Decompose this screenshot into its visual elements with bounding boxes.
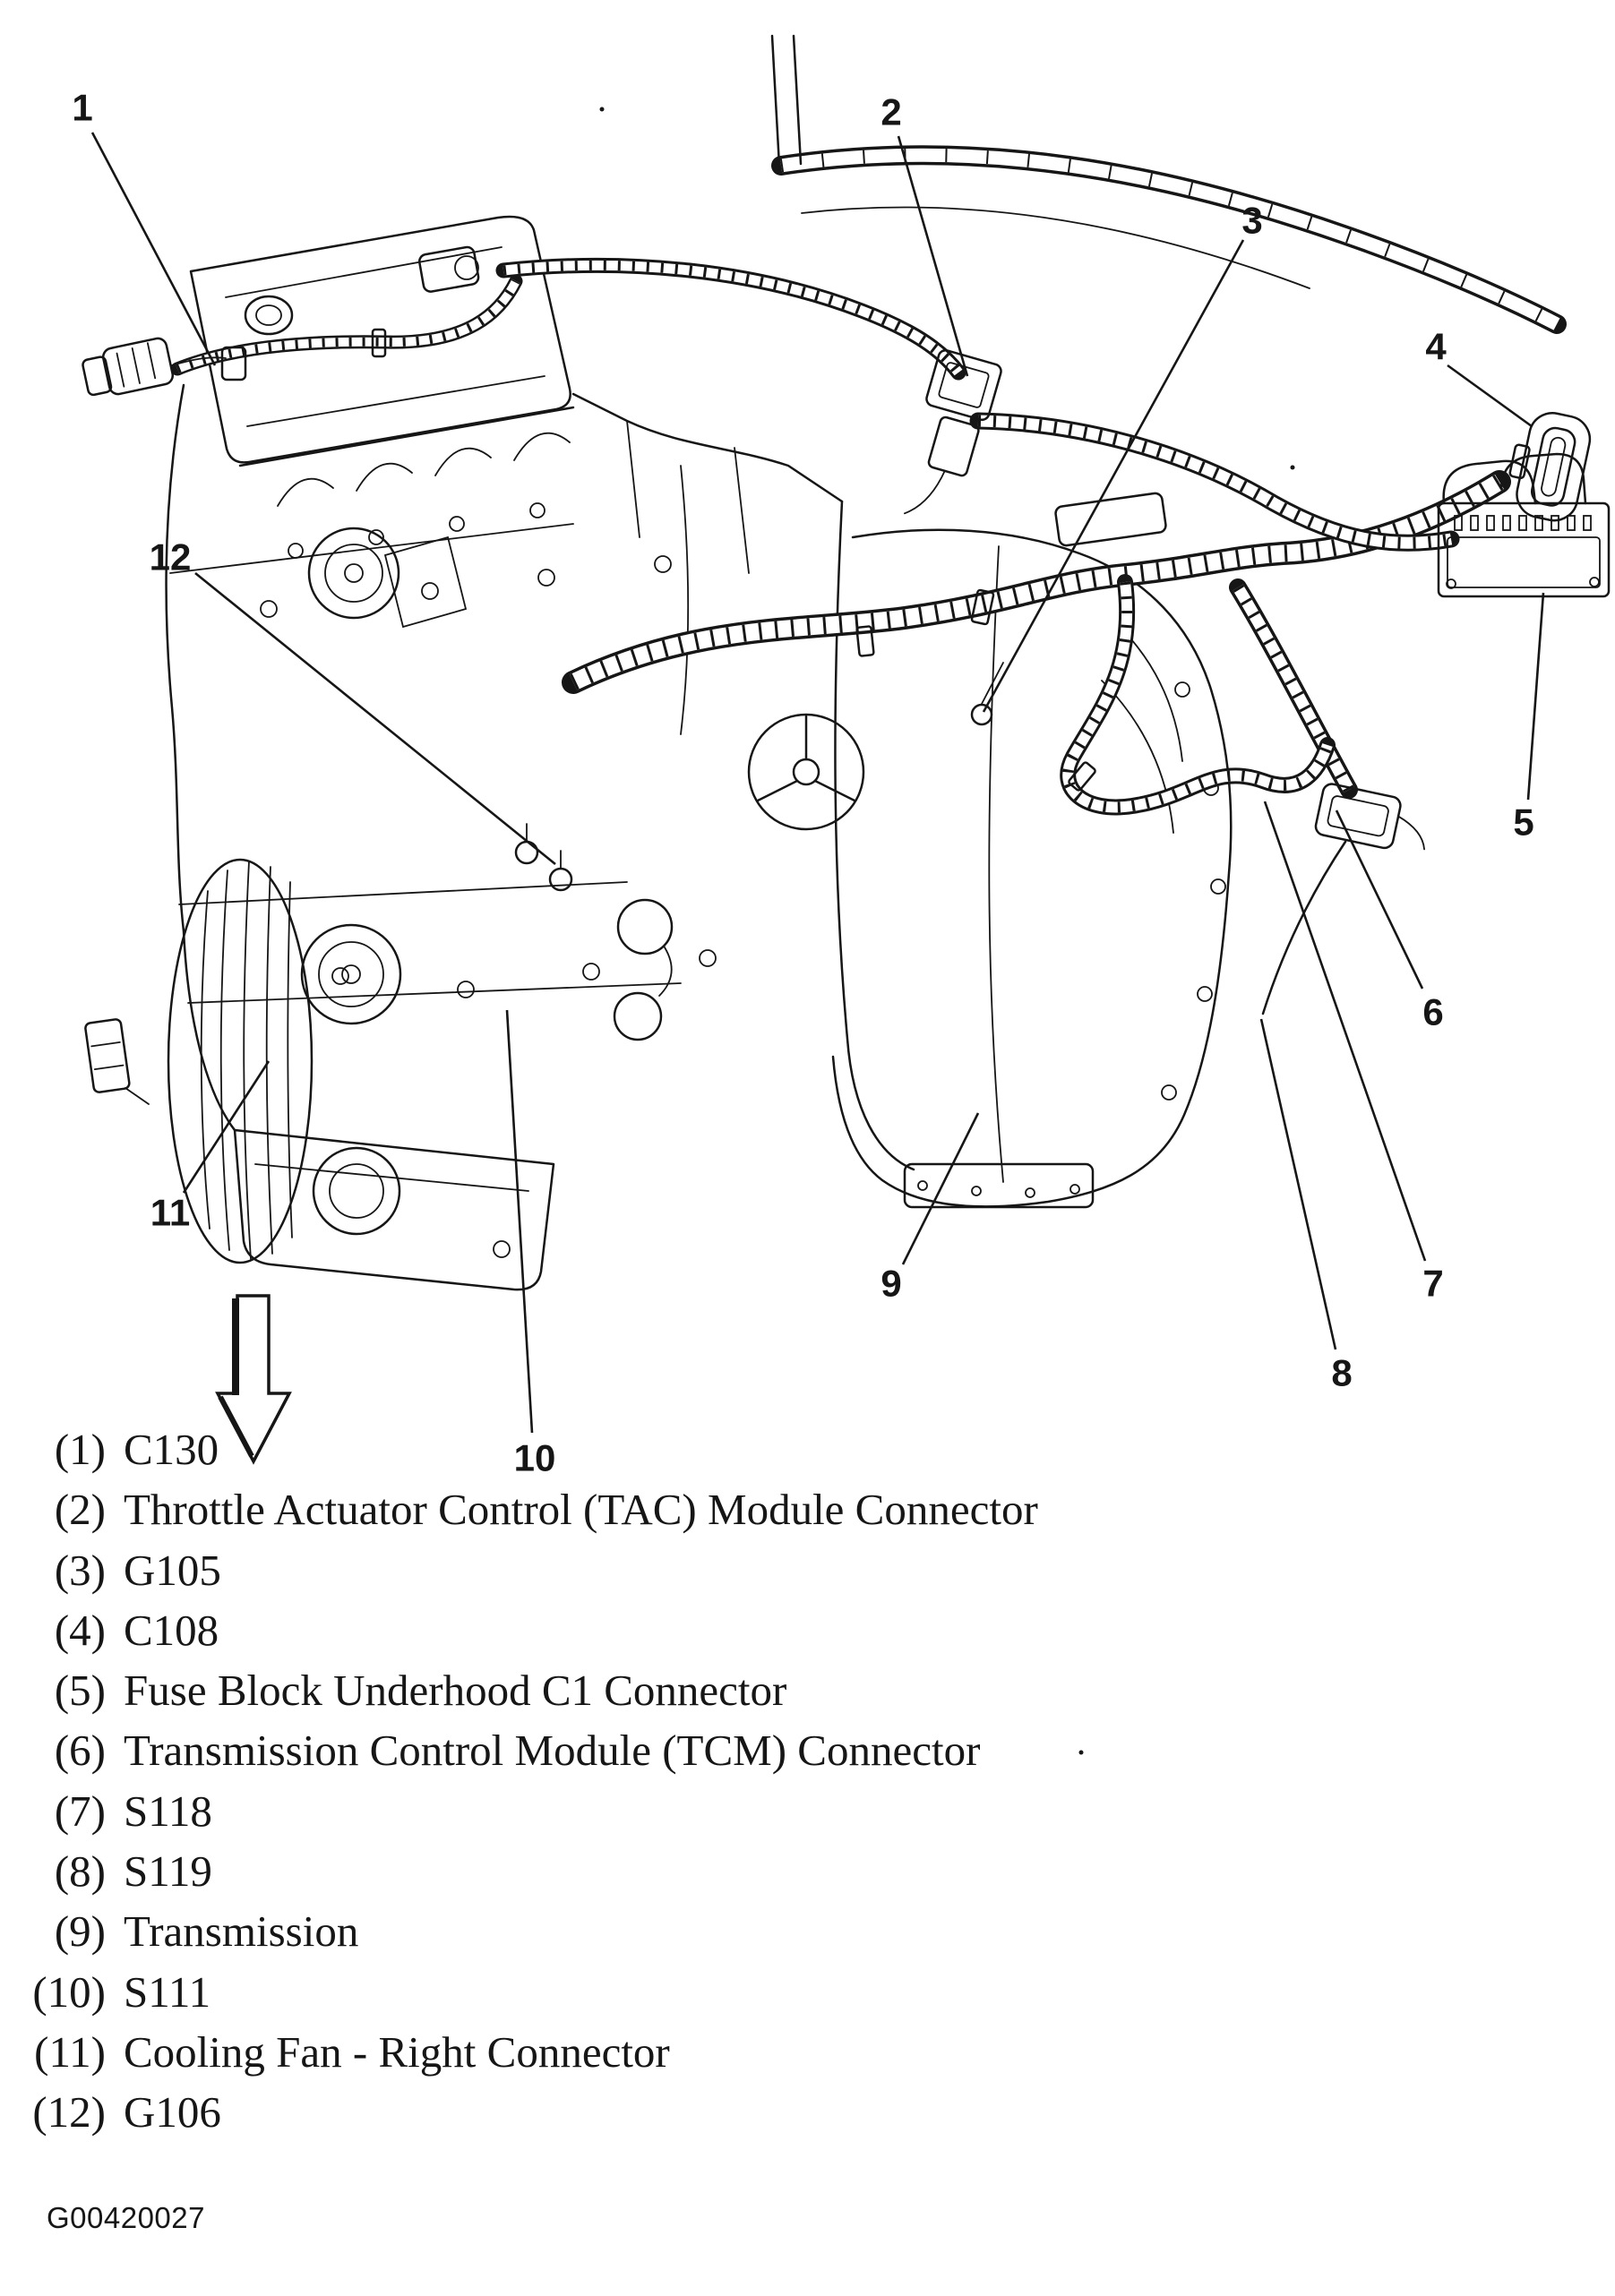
transmission [747, 492, 1233, 1209]
connector-c130 [82, 337, 247, 397]
legend-list: (1) C130 (2) Throttle Actuator Control (TA… [20, 1419, 1038, 2143]
down-arrow [215, 1294, 292, 1465]
crank-pulley [167, 858, 314, 1264]
fuse-block [1437, 452, 1611, 598]
legend-item-number: (12) [32, 2087, 106, 2138]
callout-10-label: 10 [514, 1437, 556, 1479]
callout-12-label: 12 [150, 536, 192, 578]
legend-item-label: C108 [124, 1605, 219, 1655]
legend-item-label: Throttle Actuator Control (TAC) Module C… [124, 1485, 1038, 1535]
legend-item-number: (2) [54, 1485, 106, 1535]
callout-2-leader [897, 135, 969, 377]
legend-item-number: (4) [54, 1605, 106, 1655]
legend-item: (11) Cooling Fan - Right Connector [20, 2022, 1038, 2082]
callout-10-leader [505, 1009, 534, 1434]
callout-9-label: 9 [881, 1263, 901, 1305]
legend-item-label: C130 [124, 1425, 219, 1474]
engine-block [165, 383, 915, 1171]
callout-9-leader [901, 1112, 980, 1265]
ground-g105 [970, 662, 1004, 726]
legend-item: (1) C130 [20, 1419, 1038, 1479]
callout-6-label: 6 [1422, 991, 1443, 1033]
callout-11-label: 11 [150, 1192, 190, 1234]
legend-item-number: (1) [54, 1425, 106, 1474]
oil-pan [233, 1128, 555, 1291]
callout-2-label: 2 [881, 91, 901, 133]
callout-4-label: 4 [1425, 326, 1447, 368]
legend-item: (3) G105 [20, 1540, 1038, 1600]
callout-8-label: 8 [1331, 1352, 1352, 1394]
callout-3-leader [982, 239, 1245, 713]
legend-item-label: Cooling Fan - Right Connector [124, 2026, 670, 2077]
legend-item-label: G105 [124, 1545, 221, 1595]
upper-hoses [770, 34, 1567, 334]
legend-item: (12) G106 [20, 2082, 1038, 2142]
callout-6-leader [1335, 810, 1424, 990]
legend-item: (9) Transmission [20, 1901, 1038, 1961]
callout-11-leader [182, 1060, 271, 1194]
legend-item-label: Transmission [124, 1906, 359, 1957]
callout-12-leader [194, 571, 556, 866]
valve-cover [189, 215, 571, 464]
callout-5-leader [1526, 592, 1545, 801]
legend-item-number: (9) [54, 1906, 106, 1957]
callout-1-leader [90, 132, 217, 366]
wiring-harness [170, 257, 1511, 1015]
callout-8-leader [1259, 1018, 1337, 1350]
legend-item: (4) C108 [20, 1600, 1038, 1660]
ground-g106 [514, 823, 573, 892]
callout-3-label: 3 [1241, 200, 1262, 242]
legend-item-label: S111 [124, 1966, 211, 2017]
legend-item: (6) Transmission Control Module (TCM) Con… [20, 1720, 1038, 1780]
legend-item-label: S118 [124, 1786, 212, 1836]
figure-code: G00420027 [47, 2201, 205, 2234]
connector-tac [904, 348, 1002, 515]
legend-item-label: Transmission Control Module (TCM) Connec… [124, 1726, 981, 1776]
legend-item-label: G106 [124, 2087, 221, 2138]
legend-item-number: (6) [54, 1726, 106, 1776]
legend-item-label: Fuse Block Underhood C1 Connector [124, 1666, 787, 1716]
callout-4-leader [1447, 364, 1533, 428]
engine-line-art [82, 34, 1611, 1755]
legend-item-number: (11) [34, 2026, 106, 2077]
legend-item-number: (7) [54, 1786, 106, 1836]
accessory-pulleys [300, 527, 402, 1236]
connector-tcm [1314, 783, 1425, 851]
legend-item-number: (5) [54, 1666, 106, 1716]
legend-item-number: (3) [54, 1545, 106, 1595]
callout-7-label: 7 [1422, 1263, 1443, 1305]
legend-item: (2) Throttle Actuator Control (TAC) Modul… [20, 1479, 1038, 1539]
legend-item: (8) S119 [20, 1841, 1038, 1901]
connector-c108 [1508, 412, 1592, 522]
callout-1-label: 1 [72, 87, 92, 129]
legend-item-number: (8) [54, 1846, 106, 1897]
scan-specks [599, 107, 1295, 1755]
legend-item: (5) Fuse Block Underhood C1 Connector [20, 1660, 1038, 1720]
legend-item: (7) S118 [20, 1781, 1038, 1841]
legend-item: (10) S111 [20, 1962, 1038, 2022]
callout-7-leader [1263, 801, 1427, 1262]
cooling-fan-right-connector [84, 1018, 150, 1105]
legend-item-number: (10) [32, 1966, 106, 2017]
legend-item-label: S119 [124, 1846, 212, 1897]
cylinder-head [238, 406, 575, 559]
callout-5-label: 5 [1513, 801, 1533, 844]
